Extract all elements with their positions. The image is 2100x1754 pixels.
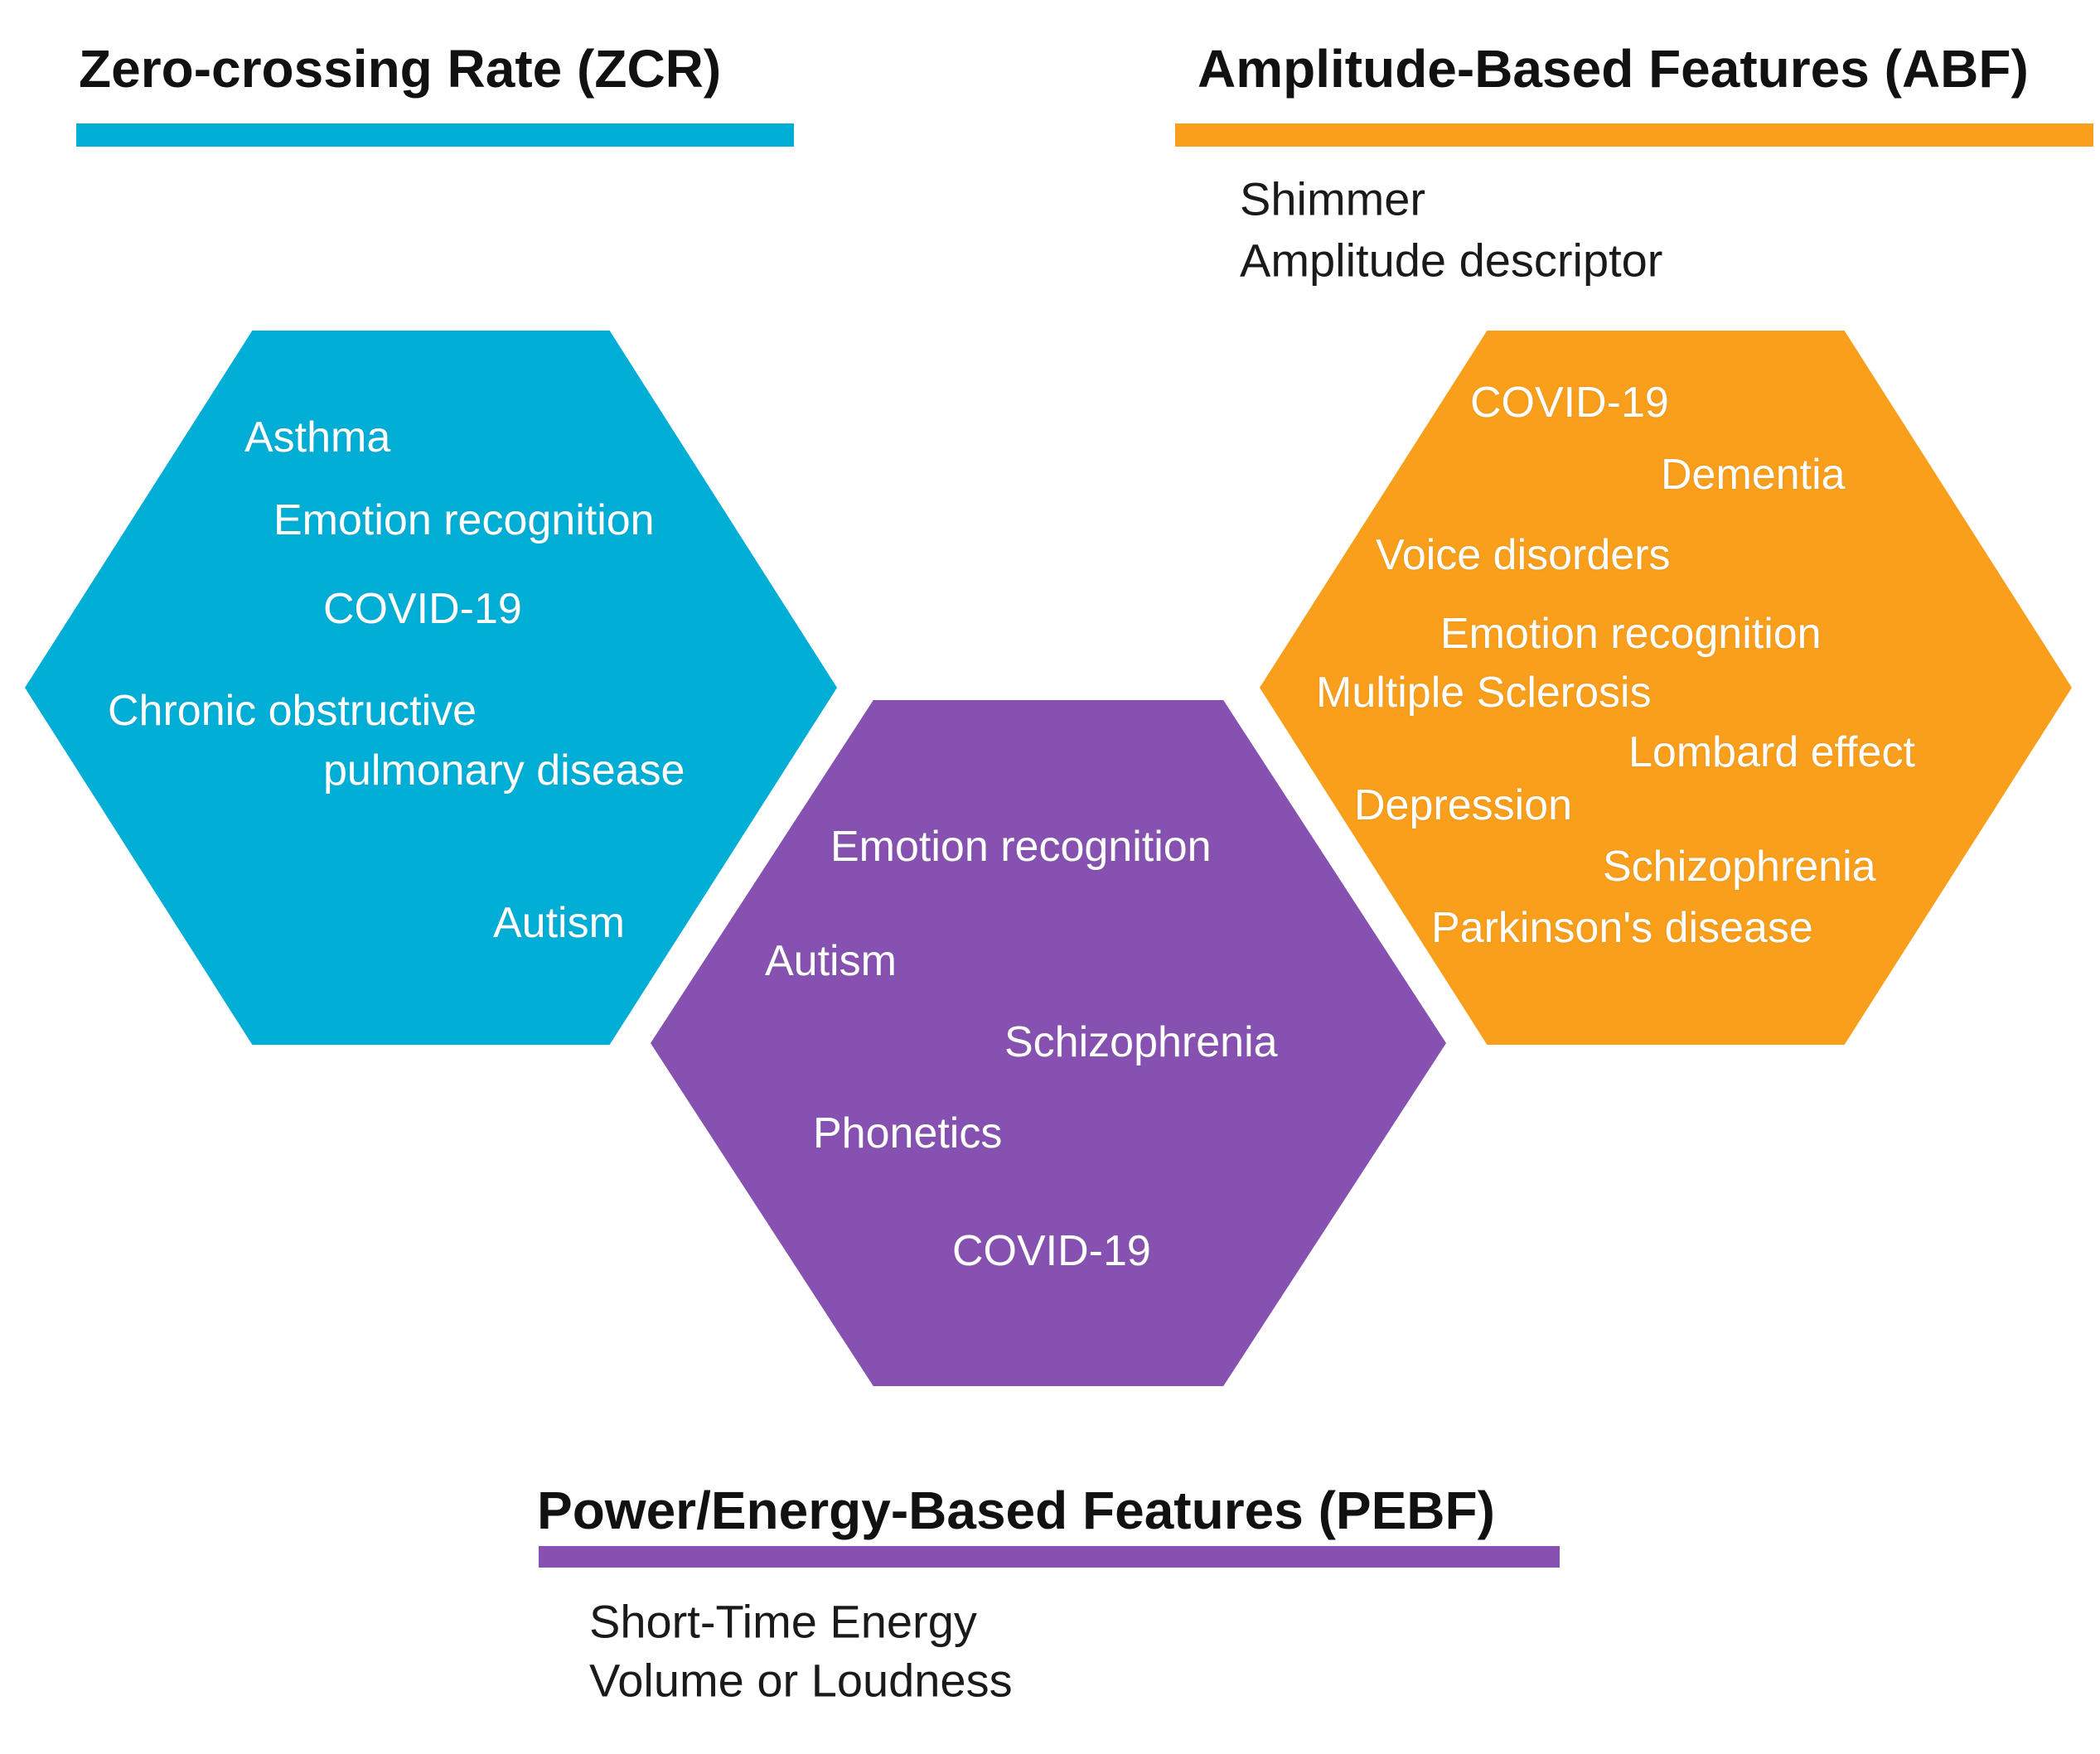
abf-app-parkinsons-disease: Parkinson's disease bbox=[1431, 904, 1813, 952]
zcr-app-covid19: COVID-19 bbox=[323, 585, 522, 633]
pebf-app-schizophrenia: Schizophrenia bbox=[1004, 1018, 1278, 1066]
pebf-underline-bar bbox=[539, 1546, 1560, 1568]
zcr-app-asthma: Asthma bbox=[244, 413, 391, 461]
abf-app-multiple-sclerosis: Multiple Sclerosis bbox=[1316, 669, 1652, 717]
pebf-subfeature-short-time-energy: Short-Time Energy bbox=[589, 1595, 977, 1648]
zcr-app-copd-line1: Chronic obstructive bbox=[108, 687, 477, 735]
abf-app-lombard-effect: Lombard effect bbox=[1628, 728, 1915, 776]
abf-title: Amplitude-Based Features (ABF) bbox=[1198, 39, 2029, 99]
abf-app-emotion-recognition: Emotion recognition bbox=[1440, 610, 1822, 658]
pebf-title: Power/Energy-Based Features (PEBF) bbox=[537, 1481, 1495, 1540]
pebf-app-covid19: COVID-19 bbox=[952, 1227, 1151, 1275]
zcr-app-copd-line2: pulmonary disease bbox=[323, 747, 685, 795]
zcr-app-autism: Autism bbox=[493, 899, 625, 947]
zcr-title: Zero-crossing Rate (ZCR) bbox=[79, 39, 722, 99]
abf-subfeature-shimmer: Shimmer bbox=[1240, 172, 1426, 225]
abf-subfeature-amplitude-descriptor: Amplitude descriptor bbox=[1240, 234, 1663, 287]
pebf-app-autism: Autism bbox=[765, 937, 897, 985]
abf-app-dementia: Dementia bbox=[1661, 451, 1846, 499]
abf-app-depression: Depression bbox=[1354, 781, 1573, 829]
abf-app-schizophrenia: Schizophrenia bbox=[1603, 843, 1876, 891]
abf-app-covid19: COVID-19 bbox=[1470, 379, 1669, 427]
abf-underline-bar bbox=[1175, 123, 2093, 147]
pebf-subfeature-volume-or-loudness: Volume or Loudness bbox=[589, 1654, 1013, 1707]
zcr-underline-bar bbox=[76, 123, 794, 147]
pebf-app-phonetics: Phonetics bbox=[813, 1109, 1003, 1157]
pebf-app-emotion-recognition: Emotion recognition bbox=[830, 823, 1212, 871]
zcr-app-emotion-recognition: Emotion recognition bbox=[273, 496, 655, 544]
abf-app-voice-disorders: Voice disorders bbox=[1376, 531, 1671, 579]
